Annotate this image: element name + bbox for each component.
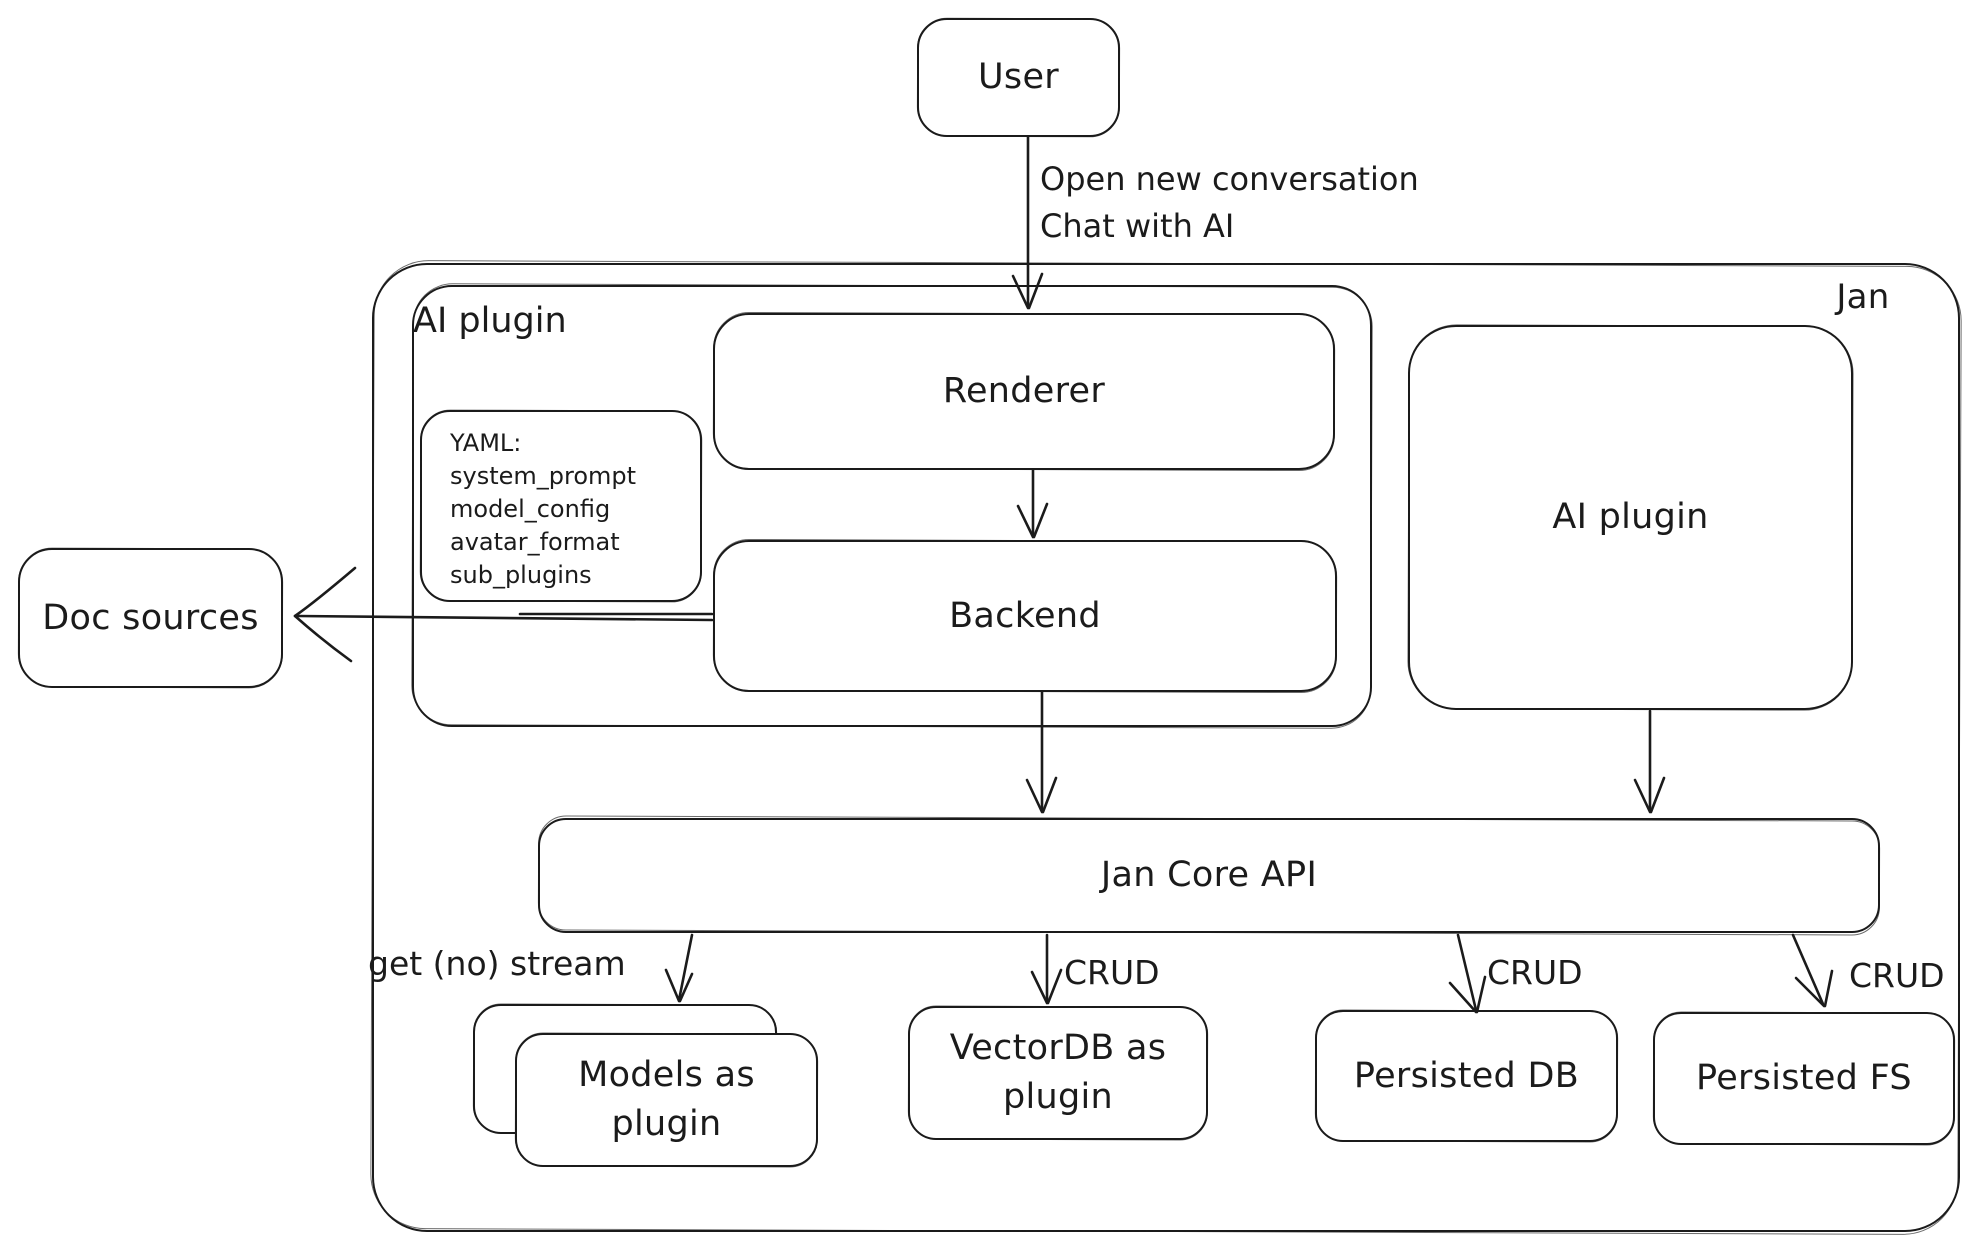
models-plugin-node-label: Models as plugin	[578, 1055, 755, 1144]
doc-sources-node: Doc sources	[18, 548, 283, 688]
doc-sources-node-label: Doc sources	[42, 597, 259, 638]
edge-label-crud-vectordb: CRUD	[1064, 953, 1160, 992]
persisted-db-node: Persisted DB	[1315, 1010, 1618, 1142]
ai-plugin-group-label: AI plugin	[413, 301, 567, 341]
ai-plugin-node-label: AI plugin	[1552, 497, 1709, 537]
ai-plugin-node: AI plugin	[1408, 325, 1853, 710]
edge-label-crud-persisted-db: CRUD	[1487, 953, 1583, 992]
renderer-node-label: Renderer	[942, 371, 1106, 411]
yaml-line: model_config	[450, 495, 611, 523]
jan-core-api-node-label: Jan Core API	[1100, 855, 1318, 895]
edge-label-crud-persisted-fs: CRUD	[1849, 956, 1945, 995]
yaml-line: YAML:	[450, 429, 522, 457]
edge-label-get-no-stream: get (no) stream	[368, 944, 626, 983]
edge-label-open-line2: Chat with AI	[1040, 207, 1235, 245]
yaml-note: YAML: system_prompt model_config avatar_…	[420, 410, 702, 602]
jan-core-api-node: Jan Core API	[538, 818, 1880, 933]
vectordb-plugin-node: VectorDB as plugin	[908, 1006, 1208, 1140]
persisted-fs-node-label: Persisted FS	[1696, 1058, 1912, 1098]
user-node: User	[917, 18, 1120, 137]
persisted-fs-node: Persisted FS	[1653, 1012, 1955, 1145]
models-plugin-node: Models as plugin	[515, 1033, 818, 1167]
backend-node-label: Backend	[949, 595, 1101, 636]
edge-label-open-line1: Open new conversation	[1040, 160, 1419, 198]
user-node-label: User	[978, 57, 1059, 97]
vectordb-plugin-node-label: VectorDB as plugin	[949, 1028, 1167, 1117]
renderer-node: Renderer	[713, 313, 1335, 470]
edge-label-open-conversation: Open new conversation Chat with AI	[1040, 156, 1419, 250]
backend-node: Backend	[713, 540, 1337, 692]
jan-label: Jan	[1836, 277, 1890, 317]
yaml-line: system_prompt	[450, 462, 637, 490]
yaml-line: sub_plugins	[450, 561, 592, 589]
persisted-db-node-label: Persisted DB	[1353, 1055, 1580, 1096]
yaml-note-lines: YAML: system_prompt model_config avatar_…	[450, 427, 636, 592]
yaml-line: avatar_format	[450, 528, 620, 556]
